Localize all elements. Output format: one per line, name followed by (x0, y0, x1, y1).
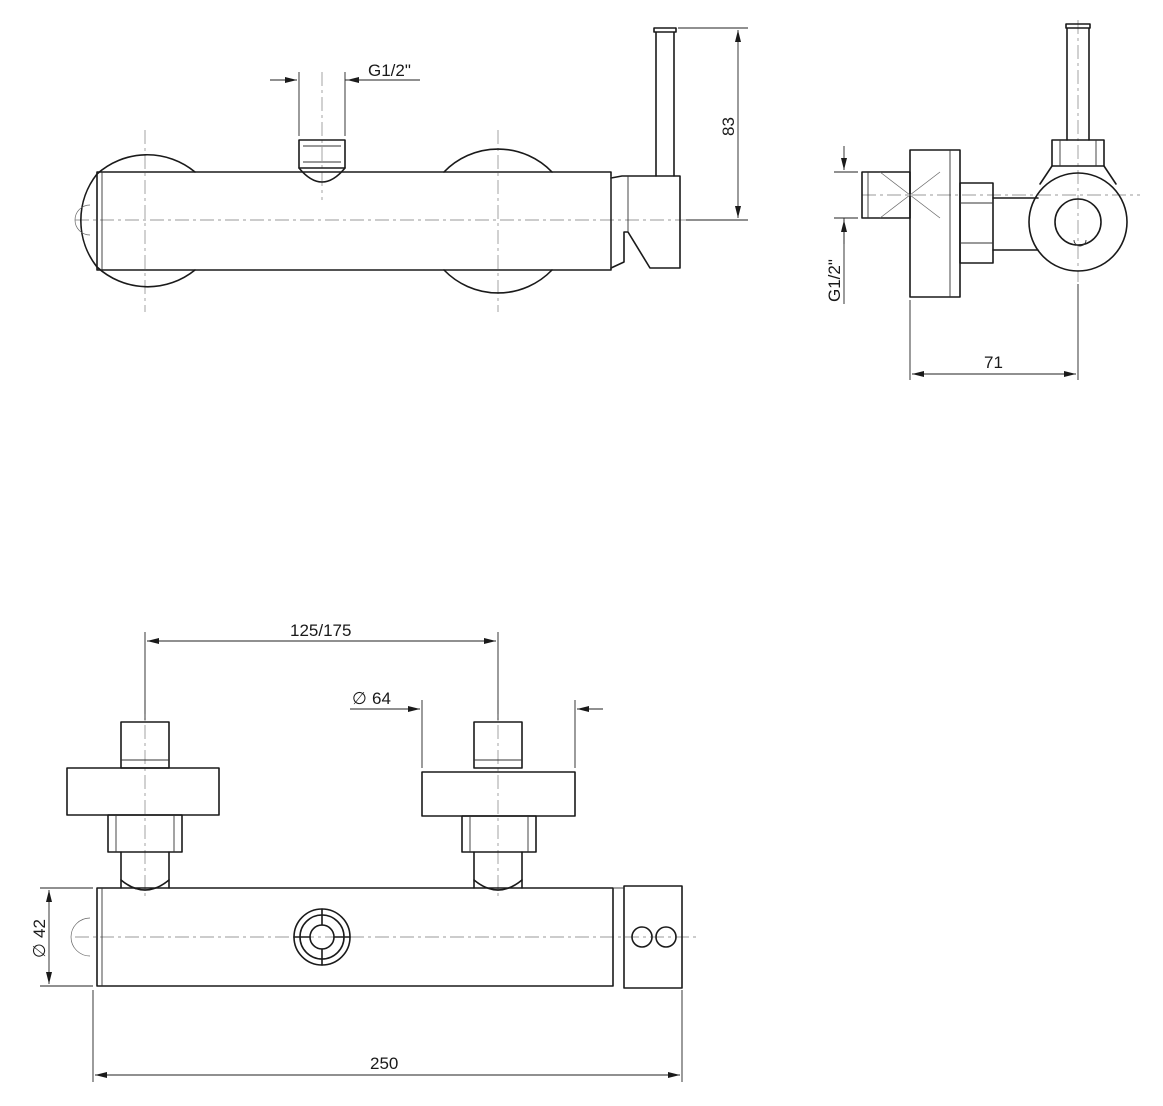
side-lever (1065, 23, 1091, 141)
body-dia-symbol: ∅ (30, 943, 49, 958)
top-inlet (298, 139, 346, 169)
handle-knob-left (631, 926, 653, 948)
mixer-body (96, 171, 612, 271)
handle-cartridge (610, 175, 681, 269)
body-dia-value: 42 (30, 919, 49, 938)
left-rosette (96, 153, 196, 175)
flange-dia-symbol: ∅ (352, 689, 367, 708)
thread-top-label: G1/2" (368, 61, 411, 80)
right-rosette (443, 148, 553, 173)
plan-view (66, 700, 700, 989)
left-flange (66, 767, 220, 816)
centers-label: 125/175 (290, 621, 351, 640)
side-view (861, 20, 1140, 298)
thread-side-label: G1/2" (825, 259, 844, 302)
plan-body (96, 887, 614, 987)
right-inlet-top (473, 721, 523, 769)
side-view-dimensions: G1/2" 71 (825, 146, 1079, 380)
side-body-circle (1028, 172, 1128, 272)
plan-handle (623, 885, 683, 989)
right-nut (461, 815, 537, 853)
length-250-label: 250 (370, 1054, 398, 1073)
depth-71-label: 71 (984, 353, 1003, 372)
front-view-dimensions: G1/2" 83 (270, 27, 748, 221)
right-flange (421, 771, 576, 817)
lever (653, 27, 677, 177)
flange-dia-value: 64 (372, 689, 391, 708)
height-83-label: 83 (719, 117, 738, 136)
handle-knob-right (655, 926, 677, 948)
front-view (74, 27, 700, 312)
side-lever-base (1051, 139, 1105, 167)
side-nut (959, 182, 994, 264)
side-flange (909, 149, 961, 298)
left-nut (107, 814, 183, 853)
plan-view-dimensions: 125/175 ∅ 64 ∅ 42 250 (30, 621, 683, 1082)
